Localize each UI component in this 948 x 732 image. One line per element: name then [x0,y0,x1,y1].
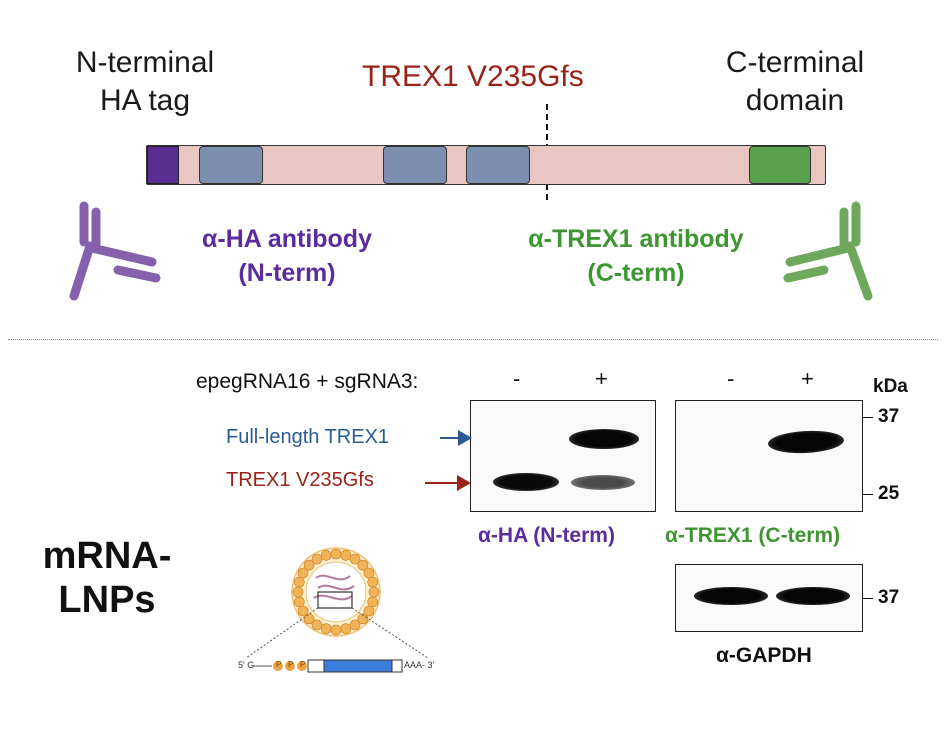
mrna-5-prime-label: 5' G [238,660,255,670]
lipid-head [330,624,342,636]
truncated-arrow-icon [425,475,471,491]
lipid-head [303,559,315,571]
lipid-head [311,619,323,631]
gapdh-band-lane4 [776,587,850,605]
lipid-head [367,596,379,608]
lnp-label: mRNA- LNPs [42,535,172,621]
full-length-arrow-icon [440,430,472,446]
lipid-head [367,576,379,588]
lipid-head [363,605,375,617]
mrna-cap-p2: P [288,660,294,669]
truncated-band-lane2 [571,475,635,490]
trex1-antibody-line1: α-TREX1 antibody [528,225,744,253]
marker-37: 37 [878,406,900,427]
mrna-3-prime-label: AAA- 3' [404,660,435,670]
domain-block-1 [199,146,263,184]
c-terminal-domain-block [749,146,811,184]
lipid-head [340,623,352,635]
trex1-blot-panel [675,400,863,512]
antibody-icon [783,201,873,301]
trex1-antibody-label: α-TREX1 antibody (C-term) [496,222,776,290]
full-length-band-label: Full-length TREX1 [226,426,390,448]
gapdh-blot-panel [675,564,863,632]
lane-label-1: - [513,366,521,391]
marker-tick-gapdh [863,598,873,599]
marker-tick-25 [863,494,873,495]
c-terminal-label: C-terminal domain [725,46,865,117]
trex1-antibody-line2: (C-term) [587,259,685,287]
full-length-band-lane4 [767,429,845,455]
treatment-label: epegRNA16 + sgRNA3: [196,370,419,393]
lipid-head [349,553,361,565]
lnp-icon [245,547,429,673]
ha-antibody-line2: (N-term) [238,259,336,287]
ha-blot-panel [470,400,656,512]
mutation-label: TREX1 V235Gfs [362,60,584,93]
marker-25: 25 [878,483,900,504]
domain-block-2 [383,146,447,184]
lipid-head [340,549,352,561]
lipid-head [293,596,305,608]
lipid-head [330,548,342,560]
ha-antibody-label: α-HA antibody (N-term) [172,222,402,290]
lipid-head [368,586,380,598]
trex1-panel-label: α-TREX1 (C-term) [665,524,841,547]
marker-gapdh-37: 37 [878,587,900,608]
ha-antibody-line1: α-HA antibody [202,225,372,253]
gapdh-panel-label: α-GAPDH [716,644,812,667]
lipid-head [357,613,369,625]
full-length-band-lane2 [569,429,639,449]
lipid-head [357,559,369,571]
lipid-head [311,553,323,565]
mrna-cap-p3: P [300,660,306,669]
lipid-head [320,623,332,635]
lipid-head [349,619,361,631]
ha-panel-label: α-HA (N-term) [478,524,615,547]
section-divider [8,339,938,340]
lipid-head [297,605,309,617]
truncated-band-label: TREX1 V235Gfs [226,469,374,491]
ha-tag-block [147,146,179,184]
lipid-head [363,567,375,579]
marker-tick-37 [863,417,873,418]
lipid-head [293,576,305,588]
lipid-head [297,567,309,579]
lane-label-2: + [595,366,608,391]
n-terminal-label: N-terminal HA tag [75,46,215,117]
lipid-head [303,613,315,625]
truncated-band-lane1 [493,473,559,491]
lipid-head [320,549,332,561]
kda-label: kDa [873,376,908,397]
domain-block-3 [466,146,530,184]
lane-label-3: - [727,366,735,391]
antibody-icon [69,201,161,301]
gapdh-band-lane3 [694,587,768,605]
mrna-cap-p1: P [276,660,282,669]
lane-label-4: + [801,366,814,391]
lipid-head [292,586,304,598]
